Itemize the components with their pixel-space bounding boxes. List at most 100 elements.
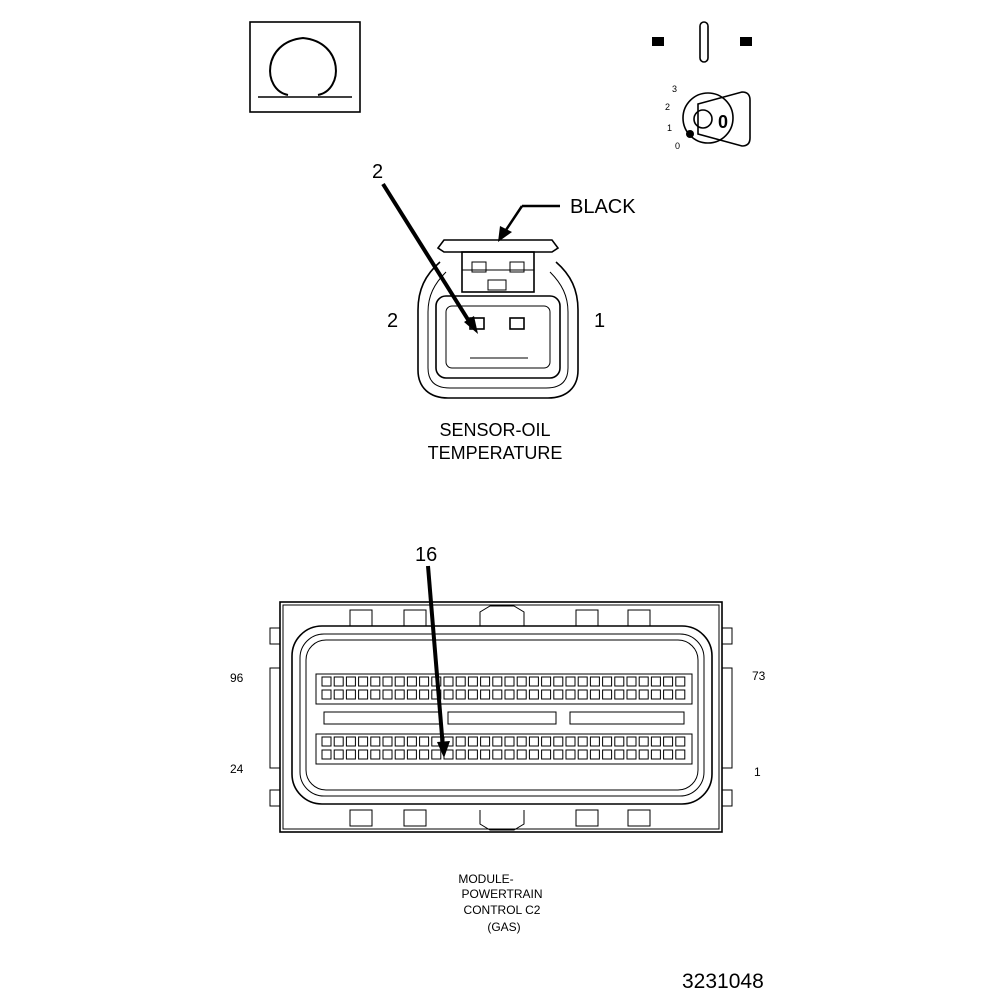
- figure-number: 3231048: [682, 970, 764, 993]
- module-pin-top-cavity: [394, 676, 405, 687]
- module-pin-bottom-cavity: [345, 736, 356, 747]
- module-pin-bottom-cavity: [419, 736, 430, 747]
- module-pin-top-cavity: [321, 676, 332, 687]
- module-pin-top-cavity: [321, 689, 332, 700]
- module-right-ear-3: [721, 789, 733, 807]
- module-pin-top-cavity: [333, 676, 344, 687]
- module-pin-bottom-cavity: [504, 749, 515, 760]
- module-name-line2: POWERTRAIN: [461, 887, 542, 901]
- module-pin-bottom-cavity: [321, 749, 332, 760]
- module-pin-bottom-cavity: [602, 749, 613, 760]
- module-pin-top-cavity: [663, 689, 674, 700]
- module-bottom-tab-2: [403, 809, 427, 827]
- ohmmeter-box: [249, 21, 361, 113]
- lock-tab-notch-center: [487, 279, 507, 291]
- sensor-pin-1: [509, 317, 525, 330]
- module-top-tab-4: [627, 609, 651, 627]
- module-pin-bottom-cavity: [345, 749, 356, 760]
- module-left-ear-2: [269, 667, 281, 769]
- module-pin-bottom-cavity: [370, 749, 381, 760]
- module-callout-arrowhead-icon: [437, 741, 450, 758]
- module-pin-bottom-cavity: [333, 749, 344, 760]
- module-pin-bottom-cavity: [577, 736, 588, 747]
- module-pin-block-top: [315, 673, 693, 705]
- module-pin-bottom-cavity: [650, 736, 661, 747]
- module-pin-top-cavity: [663, 676, 674, 687]
- module-pin-bottom-cavity: [431, 749, 442, 760]
- module-pin-bottom-cavity: [602, 736, 613, 747]
- module-callout-arrow: [426, 565, 445, 749]
- module-pin-bottom-cavity: [626, 749, 637, 760]
- sensor-name-line1: SENSOR-OIL: [439, 420, 550, 440]
- module-pin-top-cavity: [419, 676, 430, 687]
- module-pin-top-cavity: [675, 676, 686, 687]
- module-divider-bar-3: [569, 711, 685, 725]
- module-pin-top-cavity: [455, 689, 466, 700]
- module-pin-bottom-cavity: [467, 749, 478, 760]
- module-pin-bottom-cavity: [370, 736, 381, 747]
- module-pin-top-cavity: [602, 689, 613, 700]
- module-pin-top-cavity: [345, 676, 356, 687]
- module-pin-top-cavity: [382, 689, 393, 700]
- module-frame-outer: [279, 601, 723, 833]
- module-pin-top-cavity: [528, 689, 539, 700]
- module-pin-top-cavity: [358, 676, 369, 687]
- module-pin-bottom-cavity: [358, 736, 369, 747]
- module-frame-inner: [282, 604, 720, 830]
- ignition-lock-cylinder-icon: [682, 92, 734, 144]
- module-pin-top-cavity: [541, 689, 552, 700]
- module-pin-bottom-cavity: [650, 749, 661, 760]
- module-name-line1: MODULE-: [458, 872, 513, 886]
- module-pin-bottom-cavity: [626, 736, 637, 747]
- module-pin-top-cavity: [626, 689, 637, 700]
- module-pin-top-cavity: [394, 689, 405, 700]
- module-pin-bottom-cavity: [419, 749, 430, 760]
- module-divider-bar-1: [323, 711, 441, 725]
- module-pin-top-cavity: [467, 689, 478, 700]
- module-pin-top-cavity: [626, 676, 637, 687]
- module-pin-bottom-cavity: [565, 736, 576, 747]
- module-pin-top-cavity: [650, 689, 661, 700]
- module-pin-top-cavity: [480, 676, 491, 687]
- module-pin-bottom-cavity: [394, 736, 405, 747]
- module-pin-bottom-cavity: [541, 736, 552, 747]
- module-pin-bottom-cavity: [333, 736, 344, 747]
- module-pin-top-cavity: [467, 676, 478, 687]
- lock-tab-notch-right: [509, 261, 525, 273]
- module-pin-bottom-cavity: [455, 749, 466, 760]
- module-pin-bottom-cavity: [504, 736, 515, 747]
- module-pin-bottom-cavity: [467, 736, 478, 747]
- key-position-0: 0: [675, 141, 680, 151]
- module-right-ear-1: [721, 627, 733, 645]
- connector-housing-outer: [417, 261, 579, 399]
- ignition-terminal-left-icon: [652, 37, 664, 46]
- module-pin-top-cavity: [358, 689, 369, 700]
- module-shroud-innermost: [305, 639, 699, 791]
- module-pin-bottom-cavity: [516, 736, 527, 747]
- module-name-line3: CONTROL C2: [464, 903, 541, 917]
- connector-latch-rail: [436, 239, 560, 253]
- module-pin-top-cavity: [614, 676, 625, 687]
- module-pin-top-cavity: [480, 689, 491, 700]
- module-pin-top-cavity: [650, 676, 661, 687]
- module-pin-top-cavity: [370, 676, 381, 687]
- module-pin-bottom-cavity: [382, 749, 393, 760]
- ohmmeter-symbol: [249, 21, 361, 113]
- sensor-name-line2: TEMPERATURE: [428, 443, 563, 463]
- ignition-terminal-right-icon: [740, 37, 752, 46]
- module-pin-top-cavity: [382, 676, 393, 687]
- module-pin-top-cavity: [419, 689, 430, 700]
- module-pin-bottom-cavity: [321, 736, 332, 747]
- module-pin-top-cavity: [565, 676, 576, 687]
- connector-cavity-outer: [435, 295, 561, 379]
- module-pin-top-cavity: [492, 689, 503, 700]
- module-pin-bottom-cavity: [614, 749, 625, 760]
- module-callout-number: 16: [415, 544, 437, 566]
- module-pin-top-cavity: [406, 676, 417, 687]
- module-connector: 16 96 73 24 1 MODULE- POWERTRAIN CONTROL…: [230, 544, 766, 934]
- module-pin-bottom-cavity: [455, 736, 466, 747]
- module-pin-bottom-cavity: [492, 749, 503, 760]
- module-pin-top-cavity: [553, 689, 564, 700]
- module-pin-top-cavity: [675, 689, 686, 700]
